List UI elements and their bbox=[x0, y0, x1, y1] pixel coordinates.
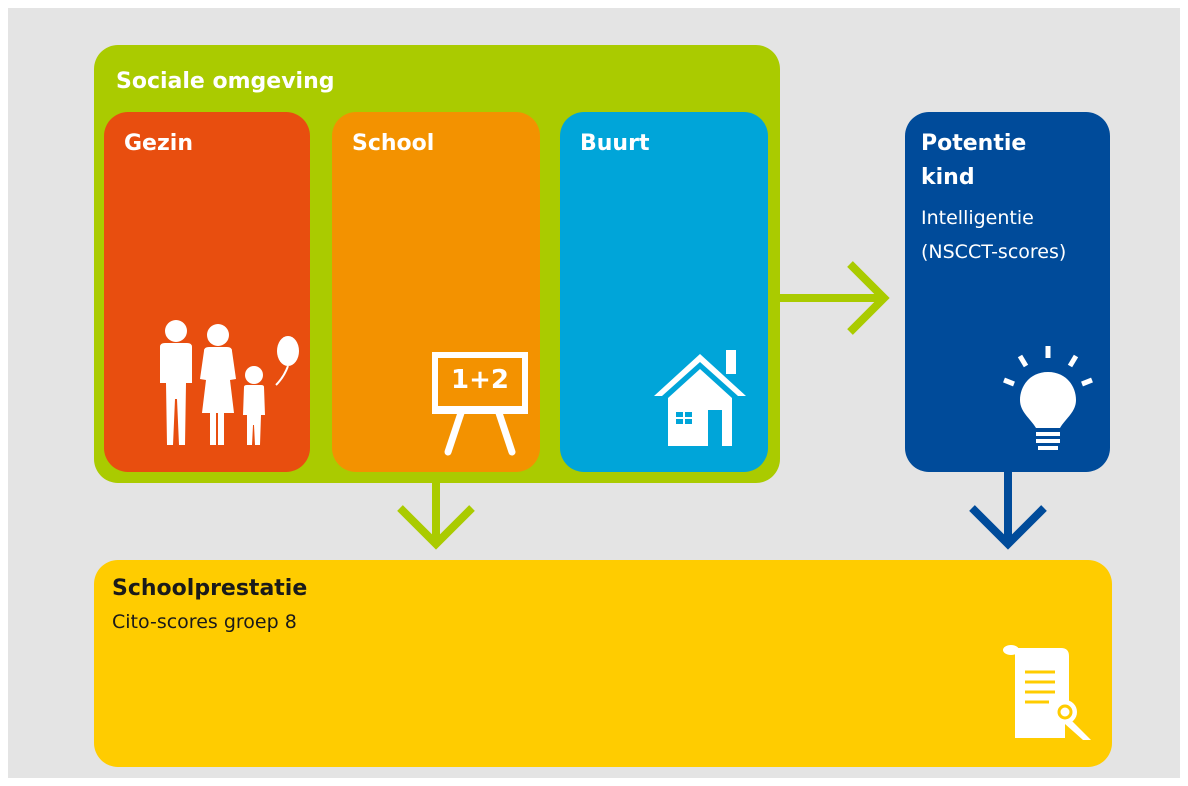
school-title: School bbox=[352, 131, 435, 156]
potentie-title-line1: Potentie bbox=[921, 131, 1027, 156]
schoolprestatie-title: Schoolprestatie bbox=[112, 576, 308, 601]
gezin-box: Gezin bbox=[104, 112, 310, 472]
schoolprestatie-subtitle: Cito-scores groep 8 bbox=[112, 611, 297, 633]
lightbulb-icon bbox=[1003, 346, 1093, 450]
schoolprestatie-box: Schoolprestatie Cito-scores groep 8 bbox=[94, 560, 1112, 767]
blackboard-icon bbox=[432, 352, 528, 456]
social-environment-title: Sociale omgeving bbox=[116, 69, 335, 94]
certificate-scroll-icon bbox=[1003, 645, 1091, 740]
buurt-title: Buurt bbox=[580, 131, 650, 156]
potentie-title-line2: kind bbox=[921, 165, 975, 190]
gezin-title: Gezin bbox=[124, 131, 193, 156]
house-icon bbox=[654, 350, 746, 446]
school-box: School 1+2 bbox=[332, 112, 540, 472]
potentie-subtitle-line1: Intelligentie bbox=[921, 207, 1034, 229]
arrow-potentie-to-schoolprestatie bbox=[969, 472, 1047, 550]
potentie-kind-box: Potentie kind Intelligentie (NSCCT-score… bbox=[905, 112, 1110, 472]
potentie-subtitle-line2: (NSCCT-scores) bbox=[921, 241, 1067, 263]
buurt-box: Buurt bbox=[560, 112, 768, 472]
arrow-social-to-potentie bbox=[778, 261, 890, 335]
blackboard-text: 1+2 bbox=[451, 365, 509, 395]
family-icon bbox=[160, 320, 299, 445]
arrow-social-to-schoolprestatie bbox=[397, 478, 475, 550]
